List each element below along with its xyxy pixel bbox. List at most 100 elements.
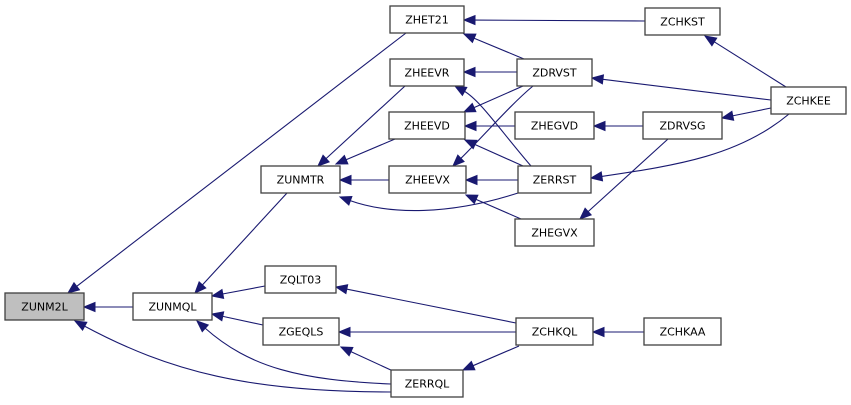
edge-zerrql-to-zgeqls — [339, 346, 394, 372]
edge-line — [344, 138, 396, 161]
edge-line — [324, 85, 406, 160]
edge-line — [473, 37, 525, 60]
arrowhead-icon — [720, 110, 735, 121]
node-zhet21[interactable]: ZHET21 — [389, 5, 465, 34]
arrowhead-icon — [338, 195, 353, 206]
edge-line — [471, 345, 520, 367]
edge-line — [473, 143, 524, 167]
node-label: ZHEEVR — [405, 67, 450, 80]
arrowhead-icon — [453, 85, 468, 97]
node-box — [389, 58, 465, 87]
edge-zchkql-to-zgeqls — [337, 326, 516, 338]
node-zqlt03[interactable]: ZQLT03 — [264, 265, 337, 294]
edge-zhet21-to-zunm2l — [66, 32, 407, 294]
edge-zchkee-to-zerrst — [589, 113, 790, 182]
arrowhead-icon — [73, 320, 88, 332]
node-box — [514, 218, 595, 247]
edge-zchkaa-to-zchkql — [591, 326, 644, 338]
edge-zqlt03-to-zunmql — [210, 285, 266, 300]
node-zdrvst[interactable]: ZDRVST — [516, 58, 593, 87]
edge-line — [713, 40, 787, 88]
node-label: ZHEGVD — [531, 120, 578, 133]
edge-line — [600, 113, 790, 178]
node-box — [516, 58, 593, 87]
node-zheevx[interactable]: ZHEEVX — [388, 165, 467, 194]
node-label: ZUNMTR — [277, 174, 325, 187]
node-label: ZUNMQL — [148, 301, 197, 314]
arrowhead-icon — [579, 207, 593, 220]
arrowhead-icon — [462, 102, 477, 113]
edge-zhegvx-to-zheevx — [464, 194, 522, 220]
edge-zgeqls-to-zunmql — [210, 311, 264, 326]
edge-line — [731, 107, 772, 117]
node-label: ZHEEVD — [404, 120, 450, 133]
node-box — [388, 111, 466, 140]
arrowhead-icon — [210, 311, 225, 322]
edge-line — [474, 198, 522, 220]
node-zhegvd[interactable]: ZHEGVD — [514, 111, 595, 140]
edge-line — [75, 32, 407, 288]
node-label: ZGEQLS — [279, 326, 324, 339]
edge-line — [472, 85, 524, 109]
node-box — [262, 317, 340, 346]
node-zchkst[interactable]: ZCHKST — [644, 7, 721, 36]
node-zchkql[interactable]: ZCHKQL — [515, 317, 594, 346]
arrowhead-icon — [194, 280, 207, 294]
node-zhegvx[interactable]: ZHEGVX — [514, 218, 595, 247]
edge-line — [221, 315, 264, 326]
arrowhead-icon — [210, 288, 225, 300]
node-box — [264, 265, 337, 294]
node-label: ZCHKST — [660, 16, 705, 29]
arrowhead-icon — [591, 326, 605, 338]
edge-zheevd-to-zunmtr — [334, 138, 396, 165]
arrowhead-icon — [317, 154, 331, 167]
node-box — [517, 165, 592, 194]
arrowhead-icon — [339, 346, 354, 357]
node-label: ZHET21 — [405, 14, 448, 27]
edge-line — [221, 285, 266, 295]
arrowhead-icon — [334, 284, 349, 295]
node-zunm2l[interactable]: ZUNM2L — [4, 292, 85, 321]
node-zheevd[interactable]: ZHEEVD — [388, 111, 466, 140]
node-zdrvsg[interactable]: ZDRVSG — [642, 111, 723, 140]
node-zerrql[interactable]: ZERRQL — [390, 369, 464, 398]
node-zunmql[interactable]: ZUNMQL — [132, 292, 213, 321]
edge-zerrst-to-zunmtr — [338, 192, 519, 212]
node-zchkaa[interactable]: ZCHKAA — [643, 317, 722, 346]
node-zgeqls[interactable]: ZGEQLS — [262, 317, 340, 346]
edge-line — [473, 19, 646, 22]
node-zchkee[interactable]: ZCHKEE — [770, 86, 847, 115]
node-zunmtr[interactable]: ZUNMTR — [260, 165, 341, 194]
node-zheevr[interactable]: ZHEEVR — [389, 58, 465, 87]
arrowhead-icon — [82, 301, 96, 313]
arrowhead-icon — [463, 120, 477, 132]
edge-zdrvsg-to-zhegvd — [592, 120, 643, 132]
node-label: ZHEGVX — [531, 227, 578, 240]
arrowhead-icon — [452, 154, 465, 167]
edge-zchkql-to-zerrql — [461, 345, 520, 371]
node-box — [260, 165, 341, 194]
edge-zdrvst-to-zheevr — [462, 66, 517, 78]
node-box — [4, 292, 85, 321]
edge-line — [601, 78, 772, 101]
arrowhead-icon — [703, 35, 718, 47]
node-zerrst[interactable]: ZERRST — [517, 165, 592, 194]
edge-zchkee-to-zchkst — [703, 35, 787, 88]
node-box — [132, 292, 213, 321]
edge-zerrst-to-zheevx — [464, 174, 518, 186]
node-box — [514, 111, 595, 140]
node-box — [644, 7, 721, 36]
arrowhead-icon — [464, 194, 479, 205]
arrowhead-icon — [461, 360, 476, 371]
node-label: ZQLT03 — [280, 274, 322, 287]
node-box — [643, 317, 722, 346]
edge-zunmql-to-zunm2l — [82, 301, 133, 313]
node-box — [390, 369, 464, 398]
edge-line — [83, 325, 392, 393]
arrowhead-icon — [462, 14, 476, 26]
node-label: ZCHKEE — [786, 95, 831, 108]
node-box — [642, 111, 723, 140]
edge-zdrvst-to-zheevx — [452, 85, 534, 167]
